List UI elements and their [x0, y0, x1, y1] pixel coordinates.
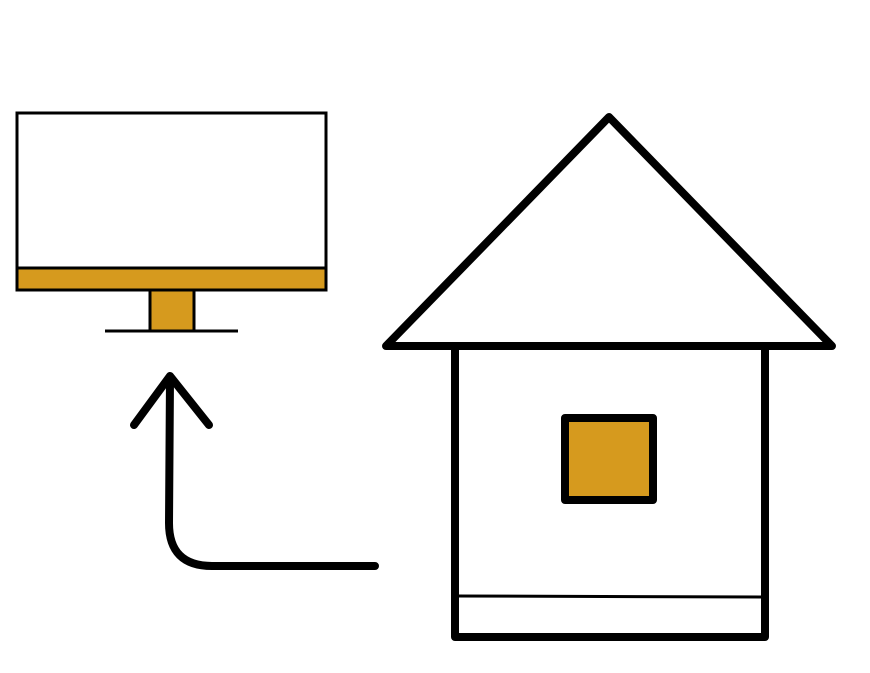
house-window [561, 414, 657, 504]
arrow-head [130, 372, 213, 429]
monitor-screen [15, 111, 328, 292]
arrow-shaft [165, 374, 379, 570]
curved-arrow-up-icon [130, 372, 379, 570]
house-floor-line [454, 594, 766, 599]
house-roof [382, 113, 836, 350]
house-icon [382, 113, 836, 641]
monitor-icon [15, 111, 328, 333]
monitor-bezel-bar [15, 266, 328, 292]
monitor-stand [148, 288, 196, 333]
